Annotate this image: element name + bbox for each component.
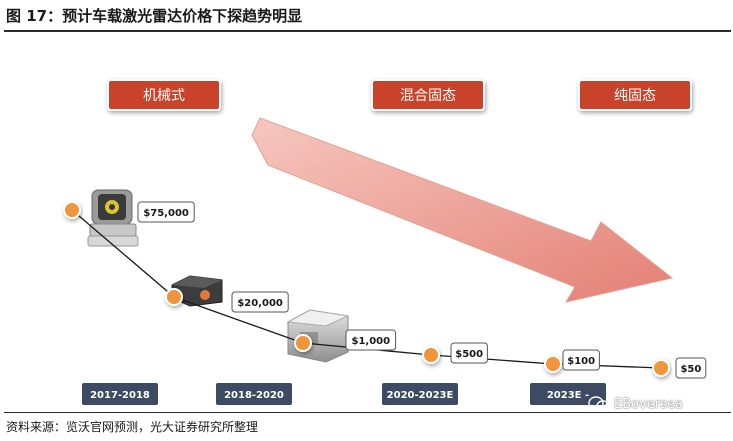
tech-category-2: 纯固态 (578, 79, 692, 111)
period-box-3: 2023E - (530, 383, 606, 405)
price-point-5 (652, 359, 670, 377)
wechat-icon (588, 396, 610, 412)
tech-category-0: 机械式 (107, 79, 221, 111)
price-label-1: $20,000 (231, 291, 289, 313)
price-label-text: $20,000 (237, 298, 283, 309)
period-box-0: 2017-2018 (82, 383, 158, 405)
period-box-2: 2020-2023E (382, 383, 458, 405)
price-point-1 (165, 288, 183, 306)
price-point-2 (294, 334, 312, 352)
solid-state-lidar-device (286, 309, 350, 363)
price-label-2: $1,000 (345, 329, 397, 351)
price-label-text: $500 (455, 349, 483, 360)
price-label-text: $75,000 (143, 208, 189, 219)
price-label-4: $100 (562, 349, 600, 371)
price-label-0: $75,000 (137, 201, 195, 223)
price-point-0 (63, 201, 81, 219)
tech-category-1: 混合固态 (371, 79, 485, 111)
watermark: EBoversea (588, 395, 683, 413)
source-note: 资料来源：览沃官网预测，光大证券研究所整理 (6, 420, 259, 434)
period-label: 2018-2020 (224, 390, 284, 401)
mechanical-lidar-device (87, 189, 139, 247)
trend-arrow (251, 117, 674, 303)
price-label-3: $500 (450, 342, 488, 364)
period-box-1: 2018-2020 (216, 383, 292, 405)
figure-title: 图 17：预计车载激光雷达价格下探趋势明显 (6, 7, 303, 25)
price-label-text: $1,000 (352, 336, 391, 347)
price-label-text: $100 (567, 356, 595, 367)
watermark-text: EBoversea (614, 396, 683, 412)
period-label: 2023E - (547, 390, 589, 401)
price-point-4 (544, 355, 562, 373)
price-label-5: $50 (675, 357, 707, 379)
tech-category-label: 混合固态 (400, 88, 456, 104)
price-label-text: $50 (680, 364, 701, 375)
source-rule (4, 412, 731, 413)
title-rule (4, 30, 731, 32)
price-point-3 (422, 346, 440, 364)
period-label: 2020-2023E (387, 390, 454, 401)
tech-category-label: 机械式 (143, 88, 185, 104)
tech-category-label: 纯固态 (614, 88, 656, 104)
period-label: 2017-2018 (90, 390, 150, 401)
